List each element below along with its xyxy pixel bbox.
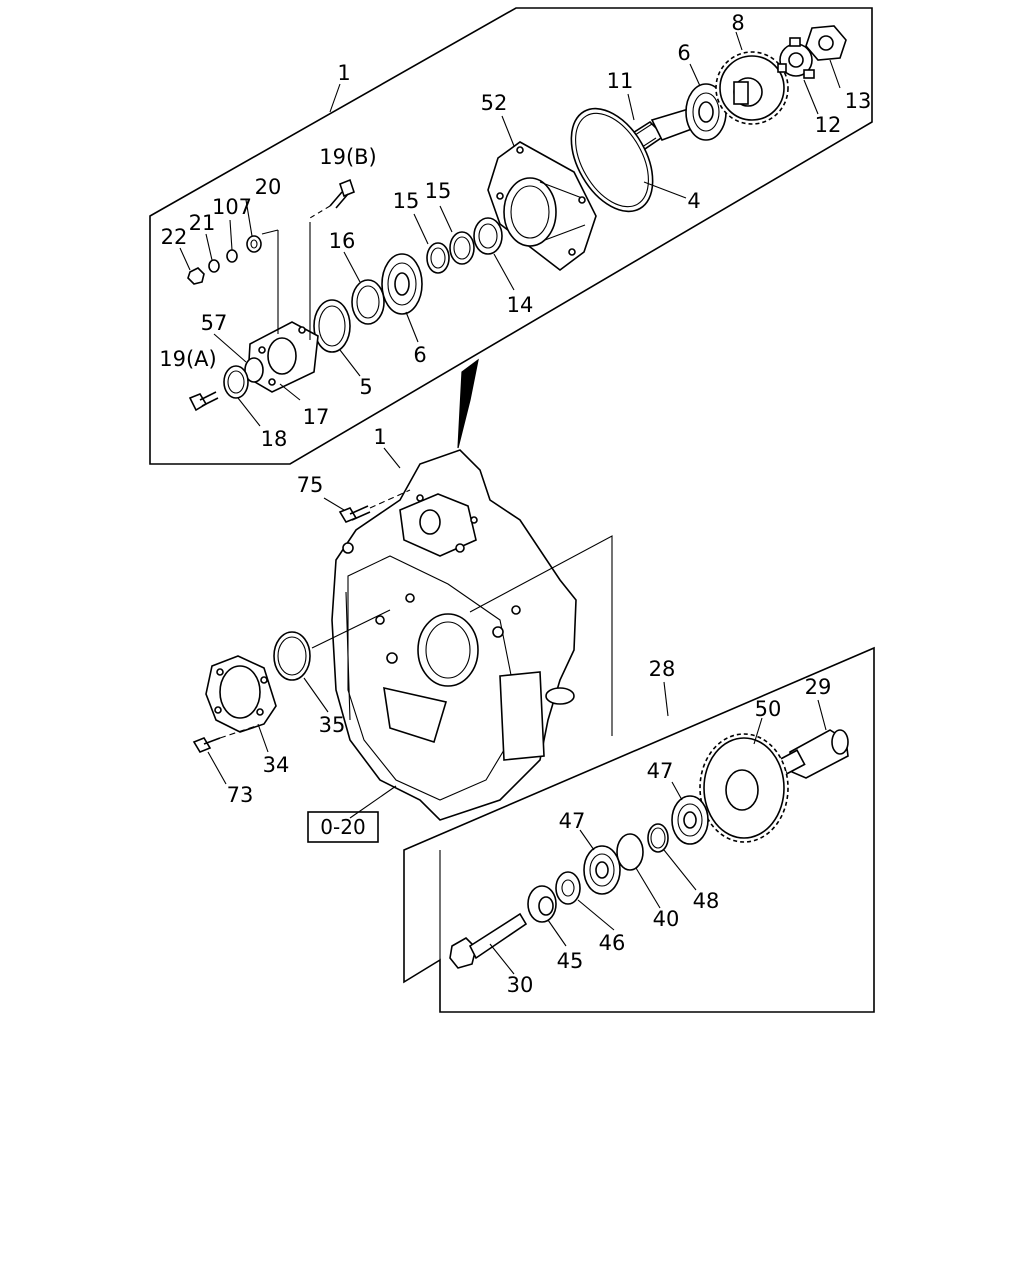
reference-box-frame (307, 811, 379, 843)
leaders-middle (207, 447, 401, 819)
bearing-47-lower (583, 845, 621, 895)
label-1-mid: 1 (373, 425, 386, 449)
gear-8 (715, 51, 789, 125)
label-14: 14 (507, 293, 534, 317)
label-19a: 19(A) (159, 347, 216, 371)
ring-5 (313, 299, 351, 353)
label-52: 52 (481, 91, 508, 115)
label-19b: 19(B) (319, 145, 377, 169)
gear-50 (699, 733, 789, 843)
label-47b: 47 (559, 809, 586, 833)
bearing-race-14 (473, 217, 503, 255)
label-35: 35 (319, 713, 346, 737)
nut-13 (805, 25, 847, 61)
label-46: 46 (599, 931, 626, 955)
label-8: 8 (731, 11, 744, 35)
label-73: 73 (227, 783, 254, 807)
label-47a: 47 (647, 759, 674, 783)
seal-16 (351, 279, 385, 325)
bearing-6-mid (381, 253, 423, 315)
top-assembly-frame (149, 7, 873, 465)
label-22: 22 (161, 225, 188, 249)
label-6-mid: 6 (413, 343, 426, 367)
label-34: 34 (263, 753, 290, 777)
label-12: 12 (815, 113, 842, 137)
label-11: 11 (607, 69, 634, 93)
label-16: 16 (329, 229, 356, 253)
label-45: 45 (557, 949, 584, 973)
cover-34 (205, 655, 277, 733)
washer-46 (555, 871, 581, 905)
leaders-top (179, 31, 841, 427)
label-57: 57 (201, 311, 228, 335)
bearing-6-top (685, 83, 727, 141)
label-5: 5 (359, 375, 372, 399)
washer-45 (527, 885, 557, 923)
pointer-arrow (457, 358, 479, 449)
cover-52 (487, 141, 597, 272)
leaders-bottom (489, 681, 827, 975)
label-50: 50 (755, 697, 782, 721)
label-30: 30 (507, 973, 534, 997)
label-40: 40 (653, 907, 680, 931)
bolt-75 (338, 489, 411, 523)
label-15b: 15 (393, 189, 420, 213)
lock-washer-12 (777, 37, 815, 79)
label-75: 75 (297, 473, 324, 497)
o-ring-35 (273, 631, 311, 681)
bolt-73 (192, 725, 257, 753)
ring-15a (449, 231, 475, 265)
label-13: 13 (845, 89, 872, 113)
label-15a: 15 (425, 179, 452, 203)
o-ring-4 (570, 107, 654, 213)
label-29: 29 (805, 675, 832, 699)
reference-box: 0-20 (320, 815, 365, 839)
bolt-19a (188, 391, 219, 412)
flange-17 (247, 321, 319, 393)
bolt-30 (449, 912, 528, 969)
o-ring-57 (244, 357, 264, 383)
label-18: 18 (261, 427, 288, 451)
part-labels: 1 8 6 11 52 13 12 4 19(B) 20 107 21 22 1… (159, 11, 871, 997)
seal-18 (223, 365, 249, 399)
spacer-20 (246, 235, 262, 253)
label-21: 21 (189, 211, 216, 235)
label-1-top: 1 (337, 61, 350, 85)
label-28: 28 (649, 657, 676, 681)
pin-29 (778, 729, 849, 779)
label-17: 17 (303, 405, 330, 429)
snap-ring-40 (616, 833, 644, 871)
label-107: 107 (212, 195, 252, 219)
bottom-assembly-frame (403, 646, 875, 1013)
bolt-19b (309, 178, 355, 219)
clutch-housing (331, 449, 577, 821)
housing-bracket (469, 535, 613, 736)
nut-22 (187, 267, 205, 285)
label-48: 48 (693, 889, 720, 913)
label-20: 20 (255, 175, 282, 199)
ring-48 (647, 823, 669, 853)
spring-washer-21 (208, 259, 220, 273)
label-4: 4 (687, 189, 700, 213)
washer-107 (226, 249, 238, 263)
bearing-47-upper (671, 795, 709, 845)
ring-15b (426, 242, 450, 274)
label-6-top: 6 (677, 41, 690, 65)
